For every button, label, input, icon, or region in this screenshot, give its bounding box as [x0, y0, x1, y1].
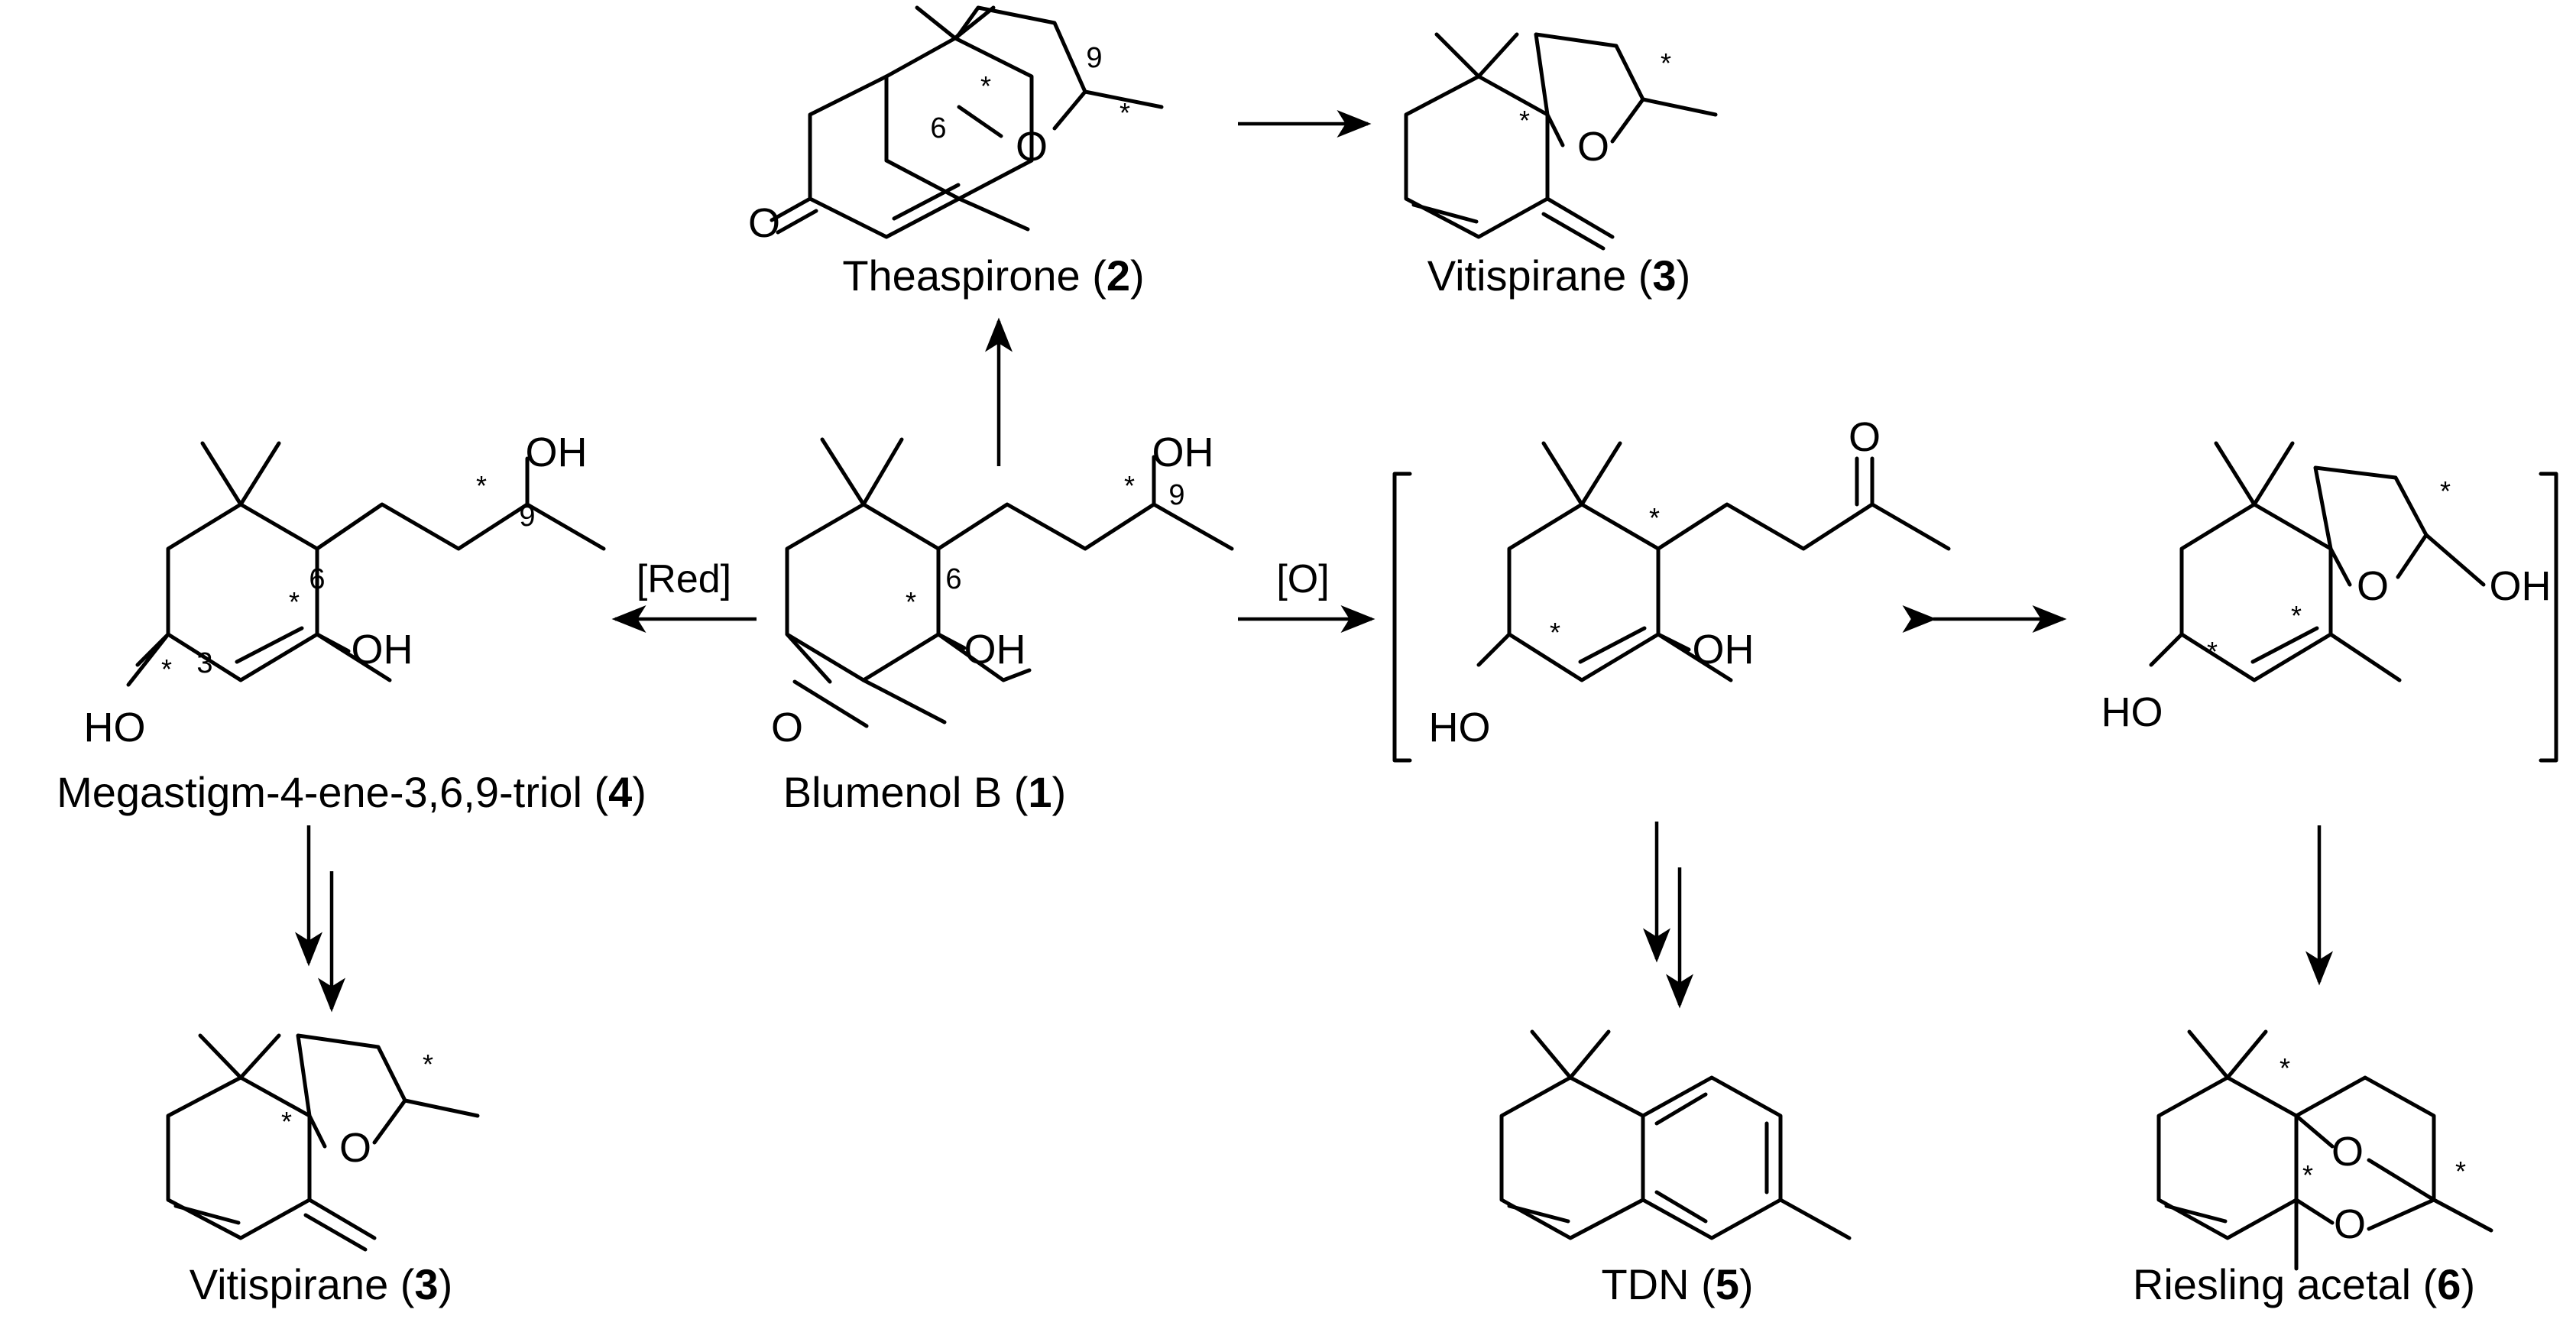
theaspirone-label: Theaspirone (2) — [842, 251, 1144, 300]
vitispirane-top-o: O — [1577, 124, 1609, 170]
megastigm-locant-9: 9 — [519, 501, 535, 533]
keto-oh-6: OH — [1693, 627, 1755, 673]
megastigm-locant-6: 6 — [309, 563, 325, 595]
vitispirane-bottom-label: Vitispirane (3) — [190, 1260, 452, 1308]
megastigm-triol-structure: HO OH OH * * * 3 6 9 — [84, 429, 606, 750]
riesling-acetal-structure: O O * * * — [2156, 1029, 2493, 1271]
blumenol-locant-6: 6 — [945, 563, 961, 595]
theaspirone-star-6: * — [980, 70, 991, 102]
vitispirane-top-star-9: * — [1661, 47, 1671, 79]
megastigm-ho-3: HO — [84, 705, 146, 750]
vitispirane-top-star-6: * — [1519, 105, 1530, 136]
hemiacetal-star-6: * — [2291, 600, 2302, 631]
tdn-structure — [1499, 1029, 1852, 1240]
blumenol-b-label: Blumenol B (1) — [783, 768, 1066, 816]
theaspirone-ketone-o: O — [748, 200, 780, 246]
tdn-label: TDN (5) — [1601, 1260, 1753, 1308]
blumenol-locant-9: 9 — [1168, 479, 1184, 511]
theaspirone-locant-9: 9 — [1086, 42, 1102, 74]
riesling-acetal-label: Riesling acetal (6) — [2133, 1260, 2475, 1308]
vitispirane-bottom-o: O — [339, 1125, 371, 1171]
megastigm-locant-3: 3 — [196, 647, 212, 679]
vitispirane-bottom-structure: O * * — [166, 1033, 480, 1252]
hemiacetal-intermediate-structure: O OH HO * * * — [2101, 441, 2552, 735]
theaspirone-structure: O O * * 6 9 — [748, 5, 1164, 246]
blumenol-star-9: * — [1124, 470, 1135, 501]
megastigm-star-9: * — [476, 470, 487, 501]
riesling-star-9: * — [2455, 1156, 2466, 1187]
keto-intermediate-structure: O HO OH * * — [1429, 414, 1951, 750]
riesling-o-upper: O — [2331, 1129, 2364, 1175]
riesling-star-7: * — [2302, 1159, 2313, 1191]
keto-star-3: * — [1550, 617, 1560, 648]
megastigm-star-3: * — [161, 653, 172, 685]
vitispirane-bottom-star-9: * — [423, 1049, 433, 1080]
vitispirane-top-structure: O * * — [1404, 32, 1718, 251]
megastigm-oh-6: OH — [352, 627, 413, 673]
blumenol-oh-6: OH — [964, 627, 1026, 673]
right-bracket — [2539, 472, 2558, 763]
blumenol-oh-9: OH — [1152, 429, 1214, 475]
blumenol-star-6: * — [906, 586, 916, 617]
reduction-label: [Red] — [637, 557, 731, 601]
hemiacetal-ring-o: O — [2357, 563, 2389, 609]
keto-ketone-o: O — [1849, 414, 1881, 460]
megastigm-triol-label: Megastigm-4-ene-3,6,9-triol (4) — [57, 768, 646, 816]
keto-ho-3: HO — [1429, 705, 1491, 750]
megastigm-star-6: * — [289, 586, 300, 617]
hemiacetal-ho-3: HO — [2101, 689, 2163, 735]
hemiacetal-star-3: * — [2207, 636, 2218, 667]
oxidation-label: [O] — [1276, 557, 1329, 601]
theaspirone-star-9: * — [1120, 97, 1130, 128]
vitispirane-top-label: Vitispirane (3) — [1427, 251, 1690, 300]
riesling-o-lower: O — [2334, 1201, 2366, 1247]
left-bracket — [1392, 472, 1412, 763]
hemiacetal-star-9: * — [2440, 475, 2451, 507]
theaspirone-ring-o: O — [1016, 124, 1048, 170]
megastigm-oh-9: OH — [526, 429, 588, 475]
riesling-star-6: * — [2280, 1052, 2290, 1084]
vitispirane-bottom-star-6: * — [281, 1106, 292, 1137]
blumenol-b-structure: O OH OH * * 6 9 — [771, 429, 1234, 750]
hemiacetal-oh: OH — [2490, 563, 2552, 609]
keto-star-6: * — [1649, 502, 1660, 533]
theaspirone-locant-6: 6 — [930, 112, 946, 144]
blumenol-ketone-o: O — [771, 705, 803, 750]
